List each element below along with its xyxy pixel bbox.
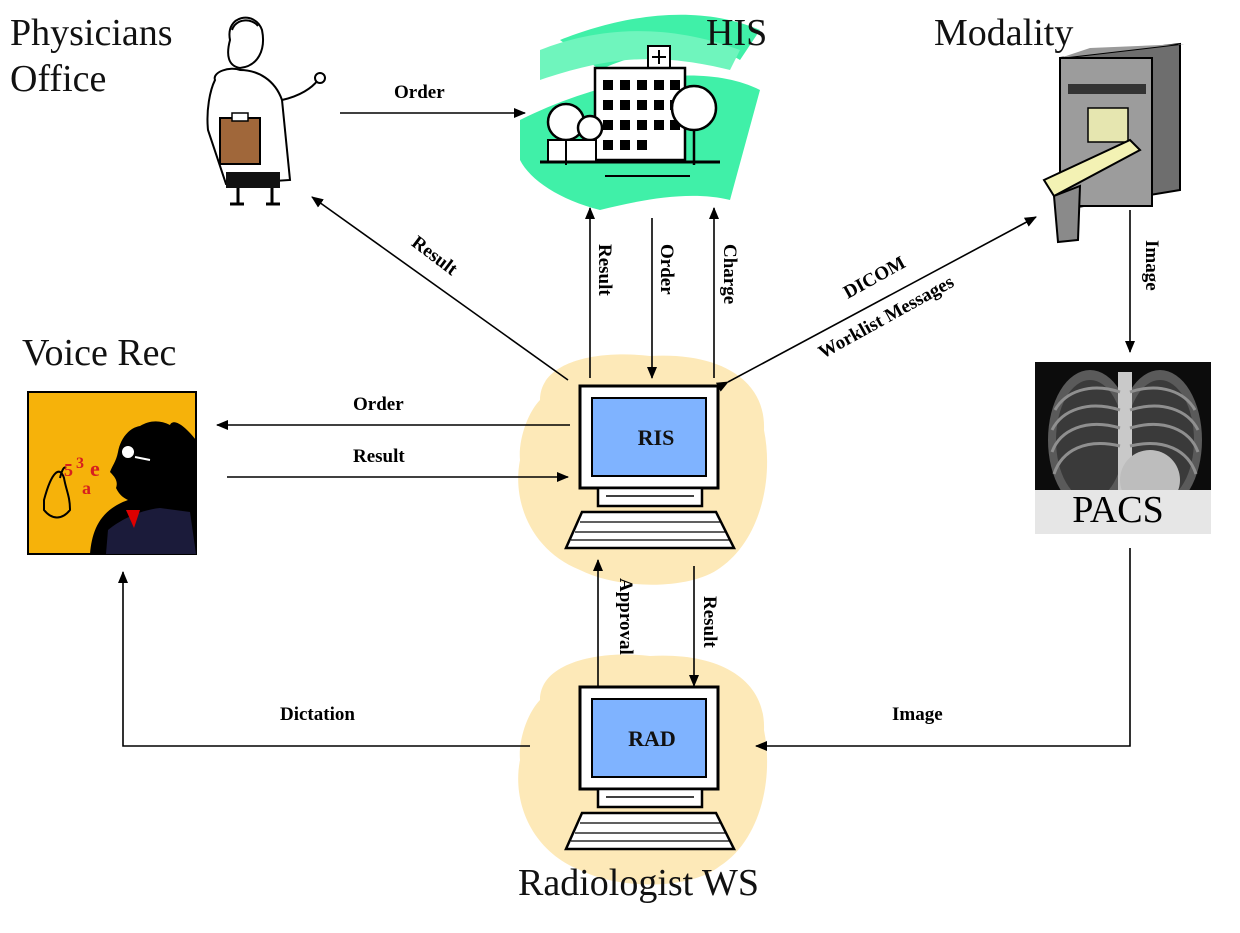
arrow-pacs-to-rad-image xyxy=(755,548,1131,751)
pacs-label: PACS xyxy=(1072,489,1164,531)
arrow-ris-to-physician xyxy=(311,196,569,381)
voice-glyph-5: 5 xyxy=(64,460,73,480)
hospital-icon xyxy=(520,14,760,210)
modality-scanner-icon xyxy=(1042,42,1184,244)
voice-rec-title: Voice Rec xyxy=(22,332,177,374)
voice-glyph-3: 3 xyxy=(76,455,84,472)
label-ris-to-rad-result: Result xyxy=(699,596,720,648)
voice-glyph-a: a xyxy=(82,478,91,498)
physicians-office-title: Physicians Office xyxy=(10,10,173,102)
modality-title: Modality xyxy=(934,12,1074,54)
label-ris-to-his-charge: Charge xyxy=(719,244,740,305)
ris-workstation-icon xyxy=(518,354,768,585)
label-voice-to-ris: Result xyxy=(353,446,405,467)
physicians-office-title-line2: Office xyxy=(10,58,107,100)
label-pacs-to-rad-image: Image xyxy=(892,704,943,725)
pacs-xray-image xyxy=(1035,362,1211,534)
ris-screen-label: RIS xyxy=(638,425,675,450)
label-rad-to-voice-dictation: Dictation xyxy=(280,704,355,725)
arrow-rad-to-voice-dictation xyxy=(118,571,530,747)
label-ris-to-voice: Order xyxy=(353,394,404,415)
physician-icon xyxy=(206,16,326,206)
label-modality-to-pacs: Image xyxy=(1141,240,1162,291)
voice-glyph-e: e xyxy=(90,456,100,481)
voice-recognition-icon: 5 3 e a xyxy=(27,391,197,555)
label-his-to-ris-order: Order xyxy=(656,244,677,295)
his-title: HIS xyxy=(706,12,768,54)
radiologist-ws-title: Radiologist WS xyxy=(518,862,760,904)
rad-workstation-icon xyxy=(518,654,768,885)
rad-screen-label: RAD xyxy=(628,726,676,751)
arrow-dicom-worklist xyxy=(715,216,1037,392)
label-ris-to-his-result: Result xyxy=(594,244,615,296)
physicians-office-title-line1: Physicians xyxy=(10,12,173,54)
label-physician-to-his: Order xyxy=(394,82,445,103)
label-rad-to-ris-approval: Approval xyxy=(615,578,636,655)
